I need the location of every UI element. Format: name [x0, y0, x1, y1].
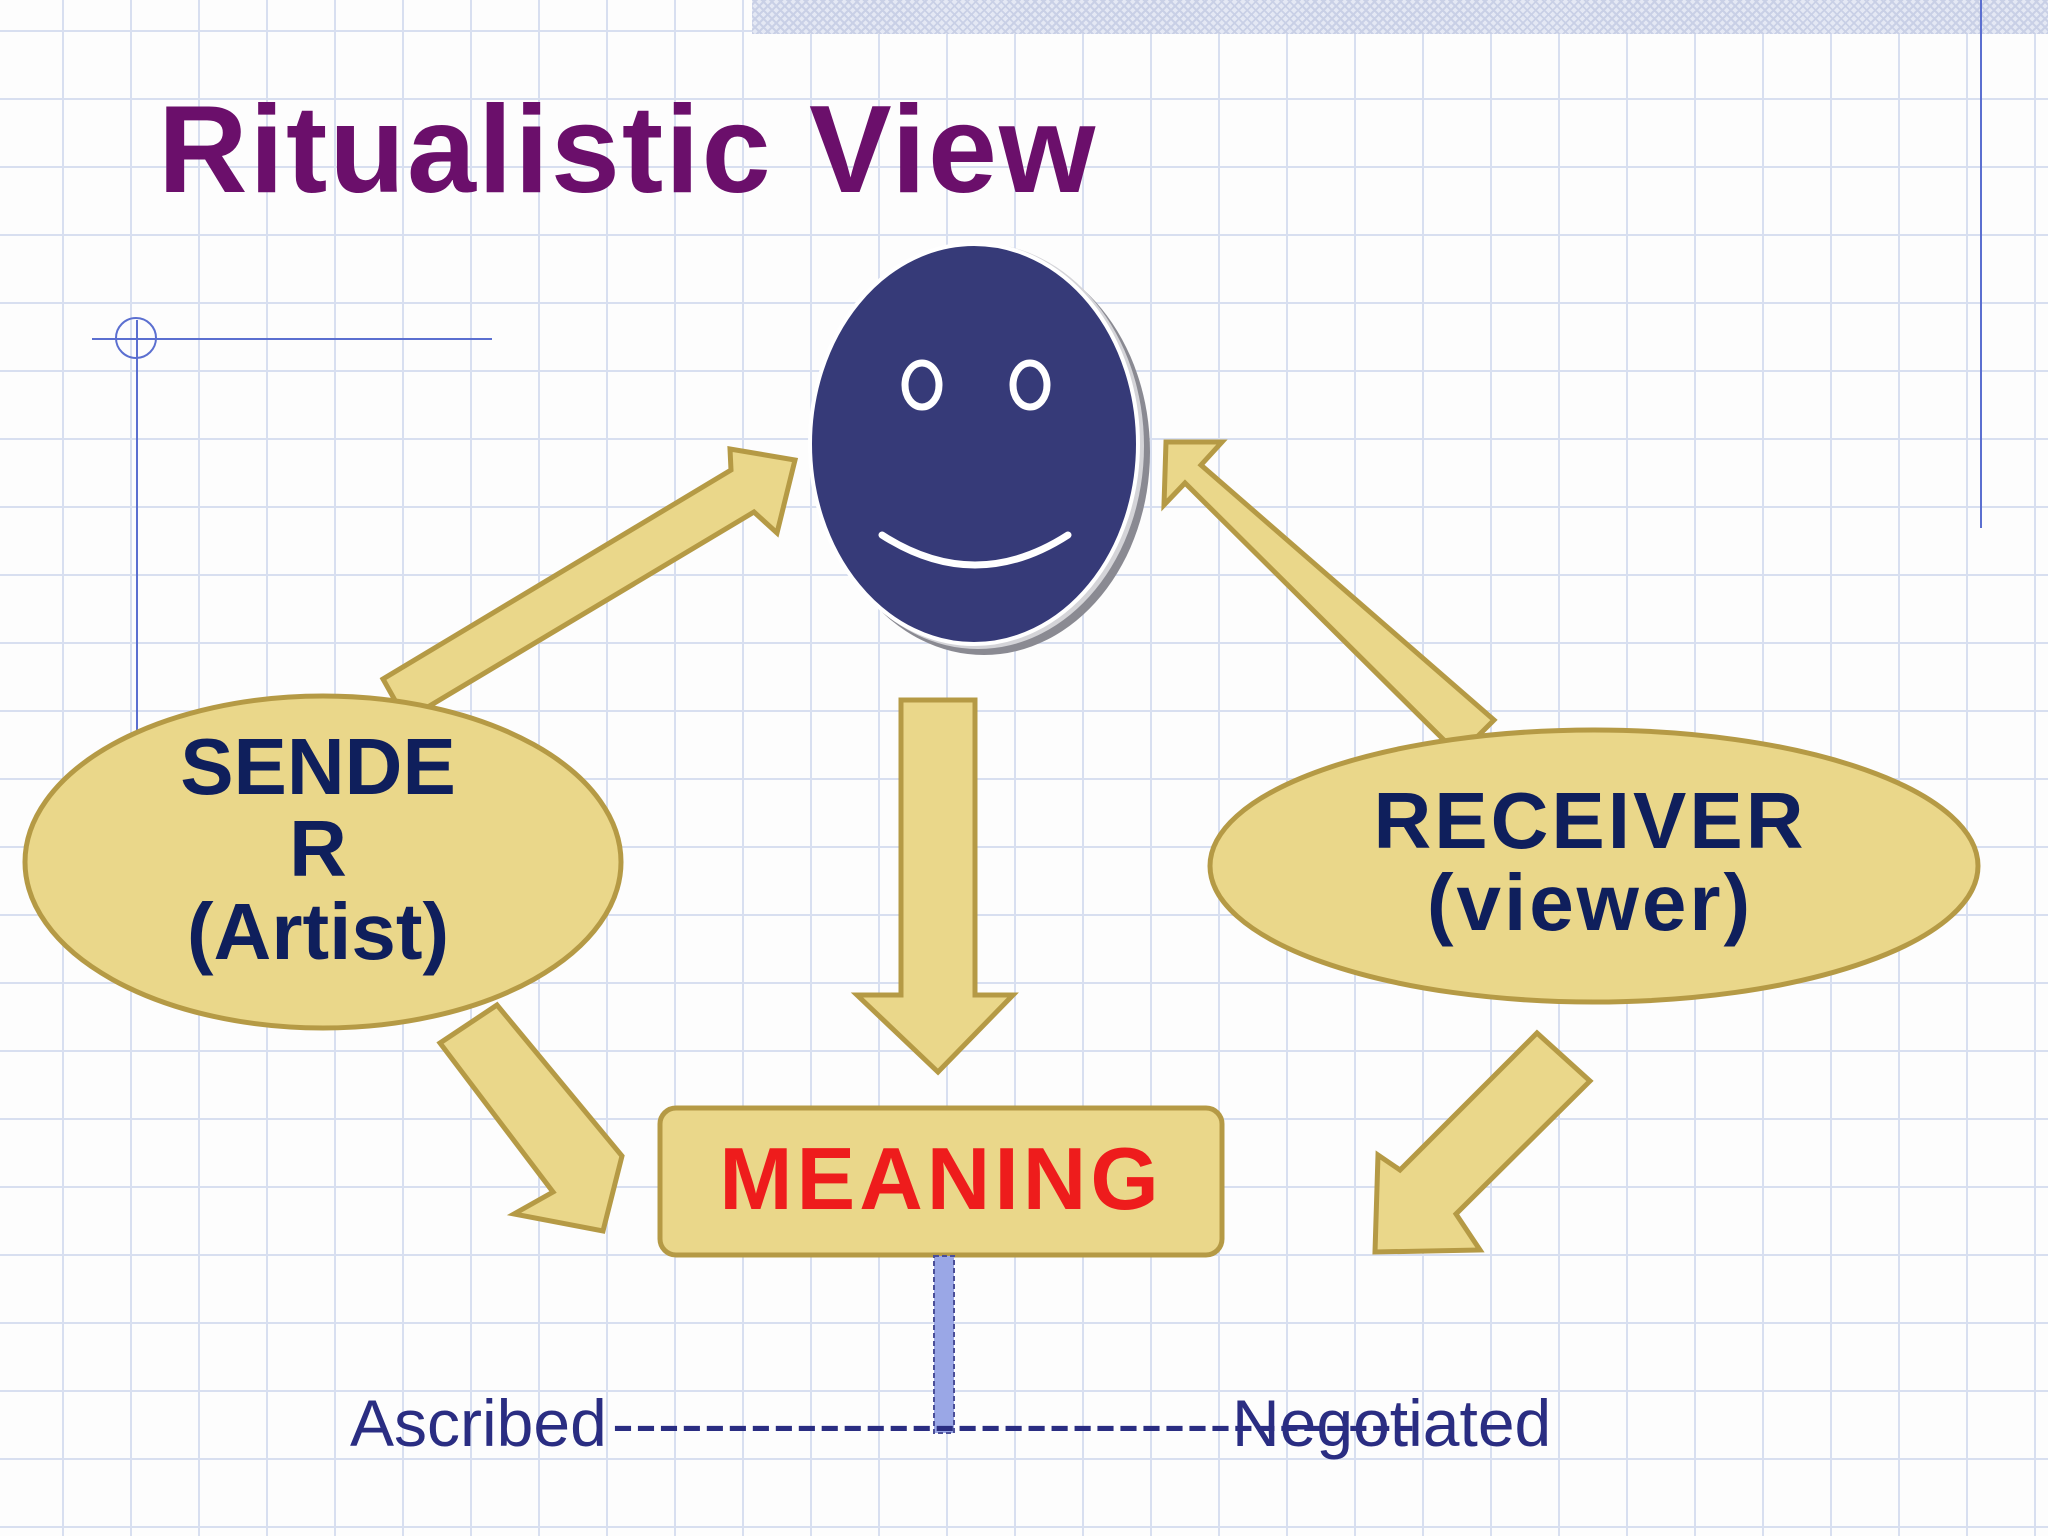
crosshair-circle [115, 317, 157, 359]
meaning-label: MEANING [719, 1129, 1163, 1228]
arrow-sender-to-face [379, 446, 799, 724]
arrow-receiver-to-meaning [1372, 1029, 1594, 1255]
scale-label-negotiated: Negotiated [1232, 1386, 1552, 1460]
decorative-vertical-line-left [136, 320, 138, 730]
decorative-horizontal-line [92, 338, 492, 340]
sender-label-line3: (Artist) [186, 886, 450, 976]
slide-title: Ritualistic View [158, 81, 1098, 219]
top-pattern-band [752, 0, 2048, 34]
meaning-connector-bar [933, 1255, 955, 1434]
left-eye [901, 359, 943, 411]
arrow-receiver-to-face [1161, 439, 1498, 759]
scale-label-ascribed: Ascribed [350, 1386, 607, 1460]
sender-node [22, 693, 624, 1031]
receiver-label-line1: RECEIVER [1373, 776, 1807, 865]
decorative-vertical-line-right [1980, 0, 1982, 528]
arrow-face-to-meaning [850, 697, 1019, 1076]
scale-dash-line: ----------------------------------- [612, 1386, 1417, 1460]
smile [878, 531, 1072, 569]
receiver-label: RECEIVER (viewer) [1260, 776, 1920, 948]
sender-label: SENDE R (Artist) [118, 722, 518, 976]
arrow-sender-to-meaning [436, 1001, 625, 1234]
right-eye [1009, 359, 1051, 411]
sender-label-line1: SENDE [180, 722, 456, 811]
meaning-box [657, 1105, 1225, 1258]
smiley-face-icon [808, 242, 1150, 655]
receiver-node [1207, 727, 1981, 1005]
receiver-label-line2: (viewer) [1426, 858, 1754, 948]
sender-label-line2: R [289, 804, 347, 894]
